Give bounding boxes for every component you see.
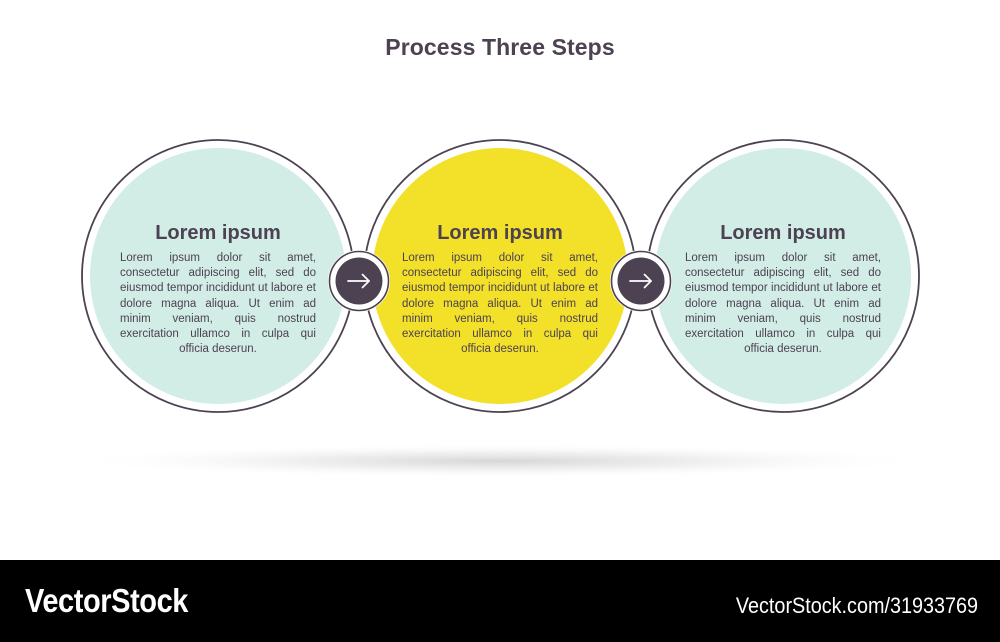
vectorstock-url: VectorStock.com/31933769 — [735, 593, 978, 618]
step-2-fill — [372, 148, 628, 404]
step-3-heading: Lorem ipsum — [720, 222, 846, 244]
process-diagram: Lorem ipsum Lorem ipsum dolor sit amet, … — [70, 139, 930, 478]
connector-badge-2[interactable] — [610, 250, 672, 312]
infographic-canvas: Process Three Steps — [70, 34, 930, 478]
connector-2-ring — [610, 250, 672, 312]
ground-shadow — [70, 444, 930, 478]
vectorstock-logo: VectorStock — [25, 582, 189, 619]
step-1-body: Lorem ipsum dolor sit amet, consectetur … — [120, 252, 316, 356]
step-3-body: Lorem ipsum dolor sit amet, consectetur … — [685, 252, 881, 356]
step-3-fill — [655, 148, 911, 404]
step-1-heading: Lorem ipsum — [155, 222, 281, 244]
arrow-right-icon — [347, 273, 370, 289]
step-2-heading: Lorem ipsum — [437, 222, 563, 244]
step-1-fill — [90, 148, 346, 404]
step-1-content: Lorem ipsum Lorem ipsum dolor sit amet, … — [120, 222, 316, 357]
arrow-right-icon — [629, 273, 652, 289]
step-3-content: Lorem ipsum Lorem ipsum dolor sit amet, … — [685, 222, 881, 357]
connector-badge-1[interactable] — [328, 250, 390, 312]
diagram-svg — [70, 139, 930, 478]
watermark-footer: VectorStock VectorStock.com/31933769 — [0, 560, 1000, 642]
connector-1-ring — [328, 250, 390, 312]
step-2-content: Lorem ipsum Lorem ipsum dolor sit amet, … — [402, 222, 598, 357]
page-title: Process Three Steps — [385, 34, 615, 60]
step-2-body: Lorem ipsum dolor sit amet, consectetur … — [402, 252, 598, 356]
